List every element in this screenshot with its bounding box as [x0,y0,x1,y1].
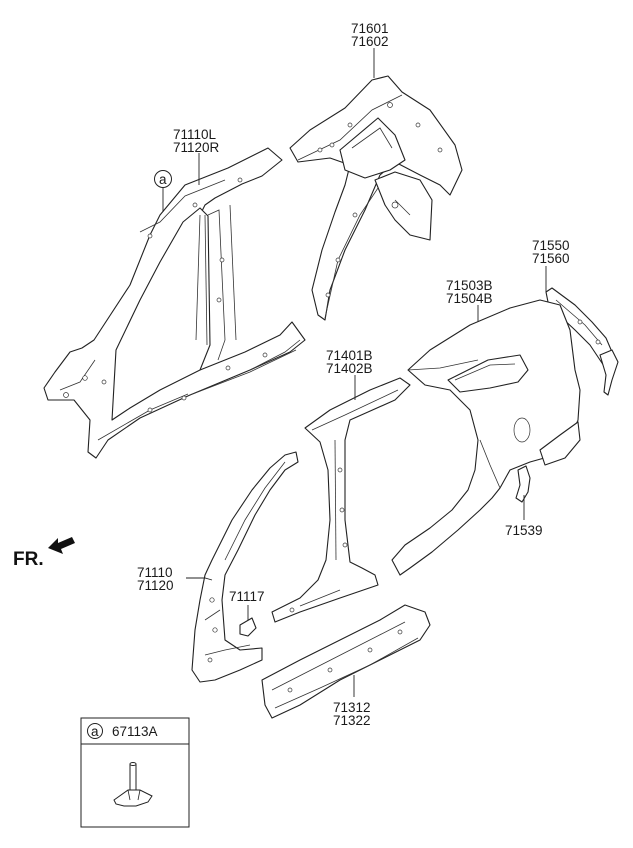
inset-legend-box: a 67113A [80,717,190,828]
center-pillar-reinforcement[interactable] [271,377,411,623]
callout-71312: 71312 [333,700,371,715]
stud-bolt-icon [113,762,153,807]
callout-71402B: 71402B [326,361,373,376]
callout-71117: 71117 [229,589,265,604]
callout-71602: 71602 [351,34,389,49]
callout-a-marker: a [154,170,172,188]
callout-a-letter: a [159,172,167,187]
inset-part-number: 67113A [112,724,158,739]
leader-lines [162,48,547,697]
quarter-extension-bracket[interactable] [545,287,619,396]
quarter-inner-upper-panel[interactable] [289,75,463,321]
callout-71401B: 71401B [326,348,373,363]
front-indicator-label: FR. [13,549,44,570]
callout-71550: 71550 [532,238,570,253]
quarter-bracket-small[interactable] [515,465,531,503]
callout-71322: 71322 [333,713,371,728]
front-arrow-icon [48,537,75,554]
pillar-bracket-71117[interactable] [239,617,257,637]
callout-71120R: 71120R [173,140,220,155]
callout-71110L: 71110L [173,127,217,142]
callout-71504B: 71504B [446,291,493,306]
callout-71110: 71110 [137,565,173,580]
inset-marker-letter: a [91,724,99,739]
callout-71560: 71560 [532,251,570,266]
callout-labels: 71601 71602 71110L 71120R a 71550 71560 … [137,21,570,728]
front-direction-indicator: FR. [13,537,75,570]
callout-71539: 71539 [505,523,543,538]
side-outer-panel-assembly[interactable] [43,147,306,459]
callout-71120: 71120 [137,578,174,593]
side-sill-panel[interactable] [261,604,431,719]
callout-71503B: 71503B [446,278,493,293]
quarter-outer-panel[interactable] [391,299,581,576]
callout-71601: 71601 [351,21,389,36]
front-pillar-inner-panel[interactable] [191,451,299,683]
